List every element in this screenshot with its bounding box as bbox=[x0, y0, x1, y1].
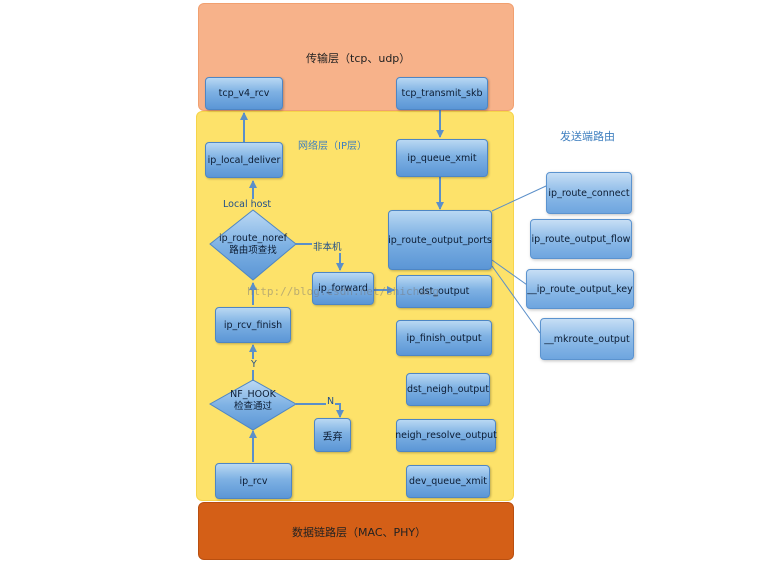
ip-queue-xmit-node: ip_queue_xmit bbox=[396, 139, 488, 177]
nf-hook-label-line1: NF_HOOK bbox=[230, 389, 276, 400]
ip-route-output-key-node: __ip_route_output_key bbox=[526, 269, 634, 309]
discard-node: 丢弃 bbox=[314, 418, 351, 452]
ip-finish-output-node: ip_finish_output bbox=[396, 320, 492, 356]
not-local-label: 非本机 bbox=[312, 239, 343, 253]
ip-route-connect-node: ip_route_connect bbox=[546, 172, 632, 214]
yes-label: Y bbox=[250, 359, 258, 370]
ip-local-deliver-node: ip_local_deliver bbox=[205, 142, 283, 178]
no-label: N bbox=[326, 396, 336, 407]
dev-queue-xmit-node: dev_queue_xmit bbox=[406, 465, 490, 498]
tcp-transmit-skb-node: tcp_transmit_skb bbox=[396, 77, 488, 110]
network-layer-title: 网络层（IP层） bbox=[298, 141, 367, 152]
local-host-label: Local host bbox=[222, 199, 273, 210]
tcp-v4-rcv-node: tcp_v4_rcv bbox=[205, 77, 283, 110]
link-layer bbox=[198, 502, 514, 560]
dst-neigh-output-node: dst_neigh_output bbox=[406, 373, 490, 406]
link-layer-title: 数据链路层（MAC、PHY） bbox=[292, 526, 427, 539]
ip-route-output-flow-node: ip_route_output_flow bbox=[530, 219, 632, 259]
route-noref-label-line1: ip_route_noref bbox=[219, 233, 287, 244]
nf-hook-label-line2: 检查通过 bbox=[233, 401, 272, 412]
ip-route-output-ports-node: ip_route_output_ports bbox=[388, 210, 492, 270]
ip-rcv-node: ip_rcv bbox=[215, 463, 292, 499]
dst-output-node: dst_output bbox=[396, 275, 492, 308]
ip-forward-node: ip_forward bbox=[312, 272, 374, 305]
transport-layer-title: 传输层（tcp、udp） bbox=[306, 52, 411, 65]
watermark: http://blog.csdn.net/shichaog bbox=[247, 285, 440, 298]
ip-rcv-finish-node: ip_rcv_finish bbox=[215, 307, 291, 343]
mkroute-output-node: __mkroute_output bbox=[540, 318, 634, 360]
sender-routing-title: 发送端路由 bbox=[560, 130, 615, 143]
neigh-resolve-output-node: neigh_resolve_output bbox=[395, 419, 497, 452]
route-noref-label-line2: 路由项查找 bbox=[229, 245, 277, 256]
